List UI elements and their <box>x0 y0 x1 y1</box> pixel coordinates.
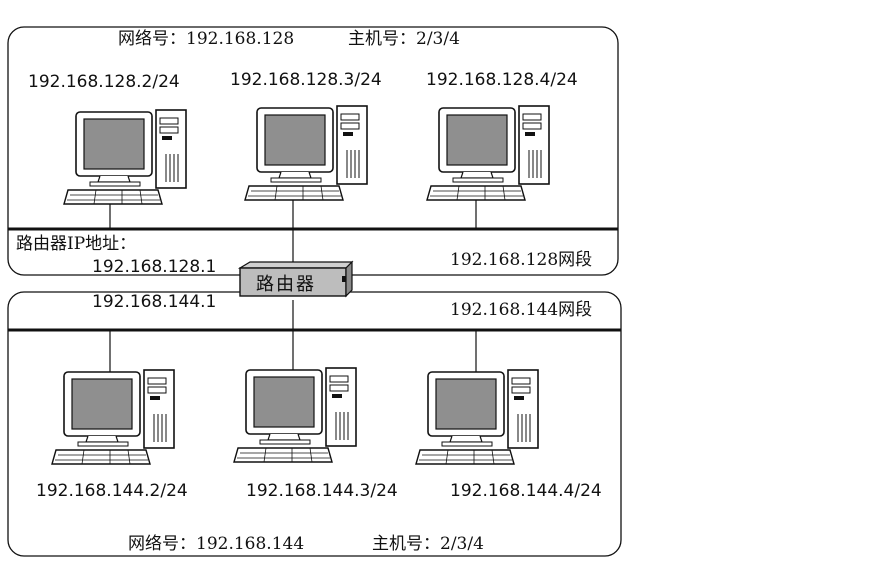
bottom-computer-1 <box>51 369 175 465</box>
top-computer-3 <box>426 105 550 201</box>
top-computer-2 <box>244 105 368 201</box>
router-icon <box>237 260 354 298</box>
router-label: 路由器 <box>256 274 316 295</box>
bottom-computer-2 <box>233 367 357 463</box>
top-host-number-label: 主机号：2/3/4 <box>348 29 460 49</box>
bottom-network-number-label: 网络号：192.168.144 <box>128 534 305 554</box>
top-computer-1 <box>63 109 187 205</box>
top-host-3-ip: 192.168.128.4/24 <box>426 70 578 90</box>
bottom-segment-label: 192.168.144网段 <box>450 300 593 320</box>
top-network-number-label: 网络号：192.168.128 <box>118 29 295 49</box>
bottom-host-number-label: 主机号：2/3/4 <box>372 534 484 554</box>
router-ip-top: 192.168.128.1 <box>92 257 217 277</box>
bottom-computer-3 <box>415 369 539 465</box>
bottom-host-3-ip: 192.168.144.4/24 <box>450 481 602 501</box>
top-segment-label: 192.168.128网段 <box>450 250 593 270</box>
bottom-host-1-ip: 192.168.144.2/24 <box>36 481 188 501</box>
router-ip-caption: 路由器IP地址： <box>16 234 137 254</box>
top-host-2-ip: 192.168.128.3/24 <box>230 70 382 90</box>
router-ip-bottom: 192.168.144.1 <box>92 292 217 312</box>
bottom-host-2-ip: 192.168.144.3/24 <box>246 481 398 501</box>
top-host-1-ip: 192.168.128.2/24 <box>28 72 180 92</box>
